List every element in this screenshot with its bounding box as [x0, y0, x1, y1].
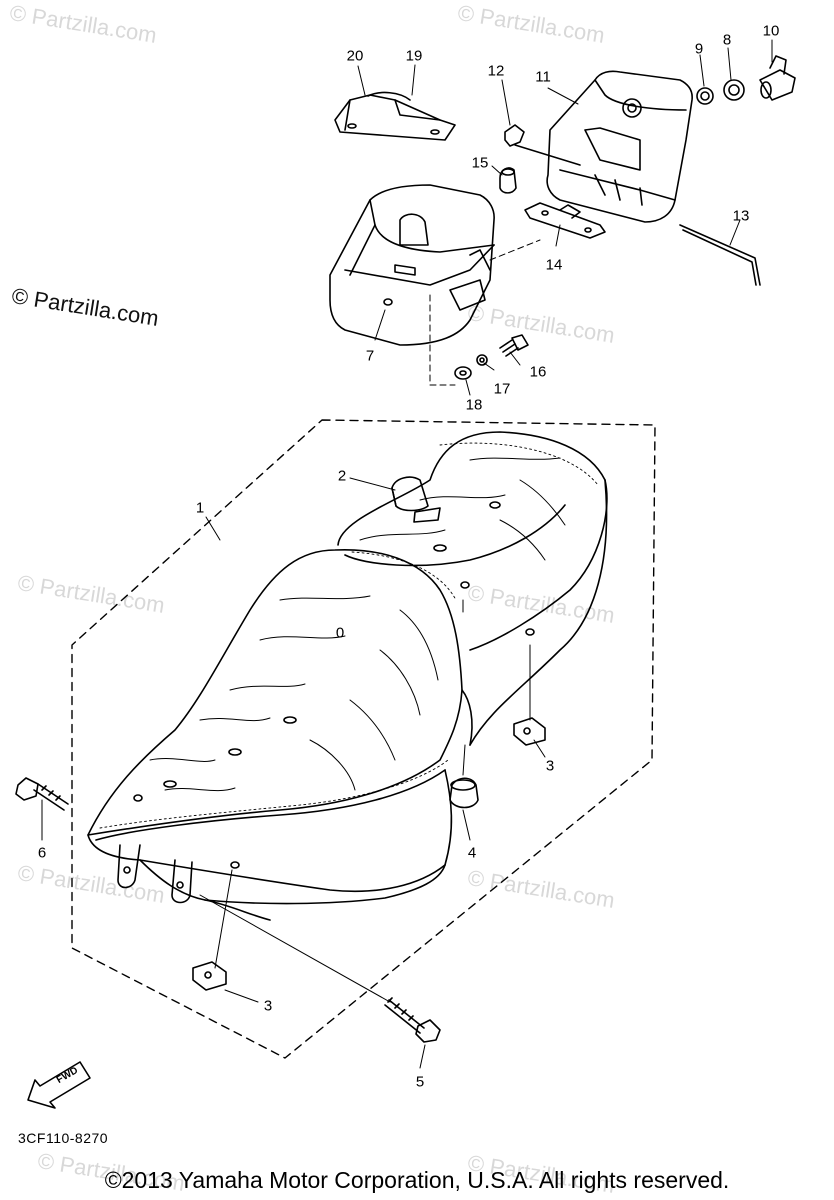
grip-drawing — [334, 91, 456, 141]
callout-13: 13 — [732, 207, 750, 225]
callout-10: 10 — [762, 22, 780, 40]
callout-14: 14 — [545, 256, 563, 274]
fwd-arrow-icon — [27, 1061, 91, 1109]
callout-18: 18 — [465, 396, 483, 414]
seat-assembly-dashed-outline — [71, 419, 656, 1059]
screws-drawing — [454, 334, 529, 380]
rod-drawing — [679, 224, 761, 286]
seat-mark: 0 — [335, 624, 345, 642]
callout-12: 12 — [487, 62, 505, 80]
callout-5: 5 — [415, 1073, 425, 1091]
callout-7: 7 — [365, 347, 375, 365]
callout-9: 9 — [694, 40, 704, 58]
callout-3-right: 3 — [545, 757, 555, 775]
callout-20: 20 — [346, 47, 364, 65]
diagram-code: 3CF110-8270 — [18, 1130, 109, 1146]
leader-lines — [41, 477, 546, 1069]
callout-8: 8 — [722, 31, 732, 49]
callout-3-left: 3 — [263, 997, 273, 1015]
callout-11: 11 — [535, 68, 551, 86]
callout-6: 6 — [37, 844, 47, 862]
tail-box-drawing — [546, 70, 693, 223]
seat-body — [87, 431, 608, 921]
seat-nut-drawing — [192, 717, 546, 991]
small-fasteners-drawing — [499, 124, 581, 194]
bracket-drawing — [524, 202, 606, 239]
callout-15: 15 — [471, 154, 489, 172]
seat-strap-drawing — [391, 476, 441, 523]
bolt-6-drawing — [15, 777, 69, 811]
callout-4: 4 — [467, 844, 477, 862]
callout-1: 1 — [195, 499, 205, 517]
callout-17: 17 — [493, 380, 511, 398]
copyright-notice: ©2013 Yamaha Motor Corporation, U.S.A. A… — [104, 1167, 730, 1193]
tail-cover-drawing — [329, 184, 495, 346]
callout-19: 19 — [405, 47, 423, 65]
bolt-5-drawing — [384, 997, 441, 1043]
callout-16: 16 — [529, 363, 547, 381]
damper-drawing — [449, 777, 479, 809]
callout-2: 2 — [337, 467, 347, 485]
lock-assembly-drawing — [696, 55, 796, 105]
upper-leader-lines — [357, 39, 773, 396]
